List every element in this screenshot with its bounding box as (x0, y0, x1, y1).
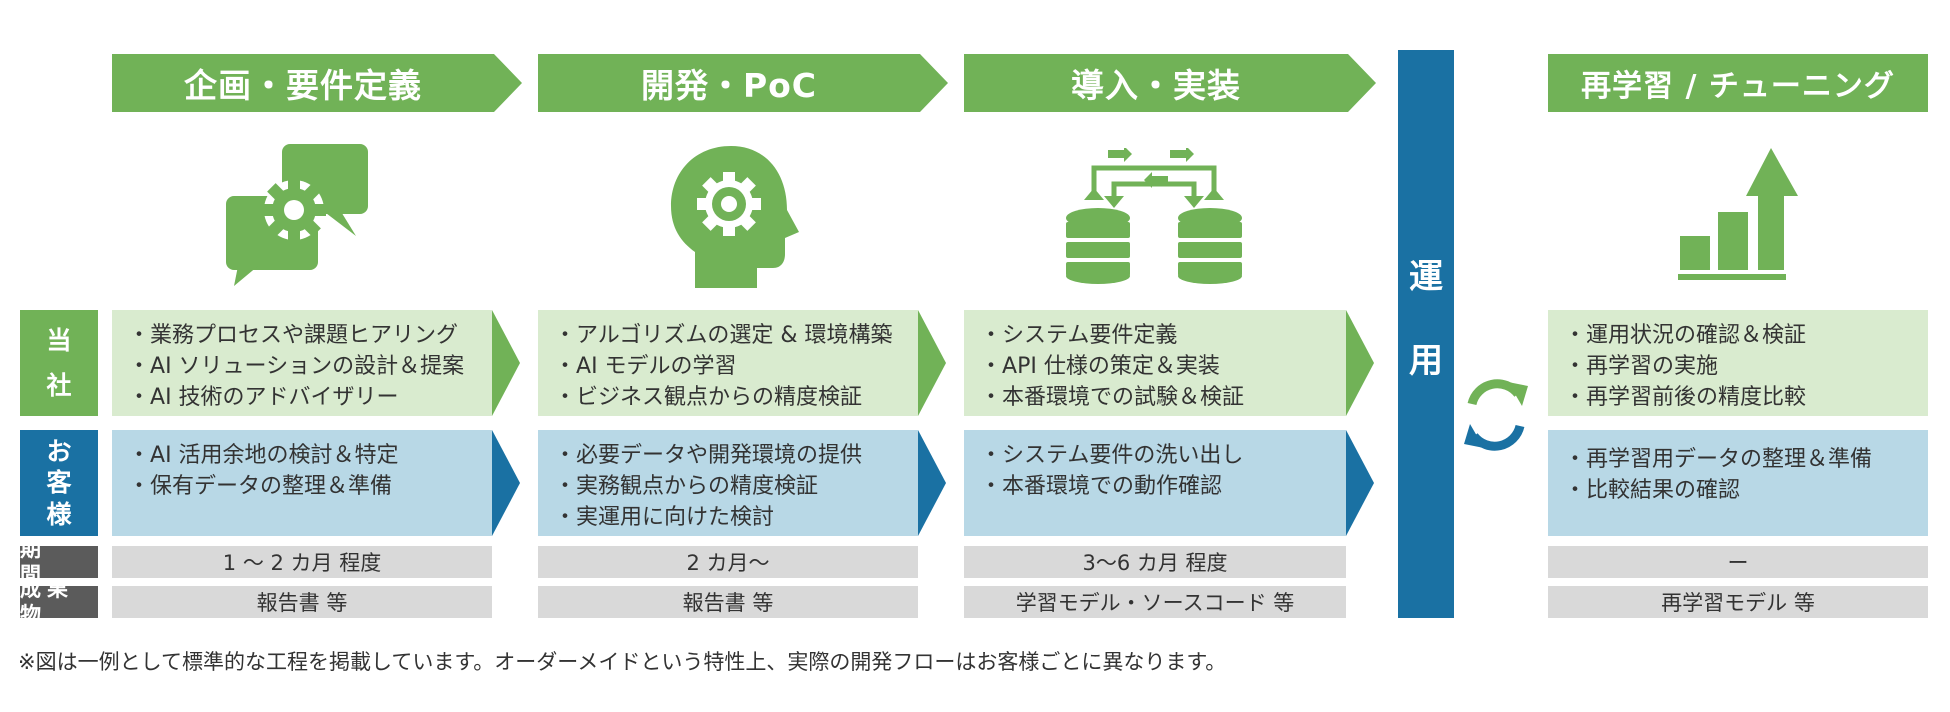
phase-3-customer-box: システム要件の洗い出し 本番環境での動作確認 (964, 430, 1346, 536)
phase-1-period: 1 ～ 2 カ月 程度 (112, 546, 492, 578)
list-item: 業務プロセスや課題ヒアリング (128, 320, 492, 351)
row-label-customer-char-1: お (46, 437, 72, 467)
list-item: システム要件定義 (980, 320, 1346, 351)
list-item: API 仕様の策定＆実装 (980, 351, 1346, 382)
list-item: AI 活用余地の検討＆特定 (128, 440, 492, 471)
list-item: 本番環境での動作確認 (980, 471, 1346, 502)
phase-3-ours-box: システム要件定義 API 仕様の策定＆実装 本番環境での試験＆検証 (964, 310, 1346, 416)
growth-chart-icon (1678, 148, 1798, 280)
phase-header-implementation: 導入・実装 (964, 54, 1376, 112)
head-gear-icon (671, 146, 799, 288)
database-transfer-icon (1066, 148, 1242, 284)
retrain-customer-box: 再学習用データの整理＆準備 比較結果の確認 (1548, 430, 1928, 536)
list-item: 再学習の実施 (1564, 351, 1928, 382)
list-item: ビジネス観点からの精度検証 (554, 382, 918, 413)
row-label-ours-char-2: 社 (46, 371, 72, 400)
row-label-customer: お 客 様 (20, 430, 98, 536)
phase-1-ours-arrow (492, 310, 520, 416)
list-item: AI モデルの学習 (554, 351, 918, 382)
retrain-ours-box: 運用状況の確認＆検証 再学習の実施 再学習前後の精度比較 (1548, 310, 1928, 416)
gears-speech-bubbles-icon (226, 144, 368, 286)
list-item: 運用状況の確認＆検証 (1564, 320, 1928, 351)
cycle-arrows-icon (1464, 379, 1528, 451)
list-item: 再学習前後の精度比較 (1564, 382, 1928, 413)
list-item: 実運用に向けた検討 (554, 502, 918, 533)
retrain-deliverable: 再学習モデル 等 (1548, 586, 1928, 618)
retrain-period: ー (1548, 546, 1928, 578)
phase-1-customer-box: AI 活用余地の検討＆特定 保有データの整理＆準備 (112, 430, 492, 536)
list-item: 実務観点からの精度検証 (554, 471, 918, 502)
phase-header-development: 開発・PoC (538, 54, 948, 112)
phase-1-deliverable: 報告書 等 (112, 586, 492, 618)
phase-2-customer-arrow (918, 430, 946, 536)
footnote: ※図は一例として標準的な工程を掲載しています。オーダーメイドという特性上、実際の… (18, 650, 1227, 674)
list-item: 保有データの整理＆準備 (128, 471, 492, 502)
row-label-ours-char-1: 当 (46, 325, 72, 355)
row-label-ours: 当 社 (20, 310, 98, 416)
row-label-period: 期 間 (20, 537, 98, 587)
row-label-customer-char-3: 様 (46, 499, 72, 529)
list-item: AI ソリューションの設計＆提案 (128, 351, 492, 382)
phase-2-ours-box: アルゴリズムの選定 & 環境構築 AI モデルの学習 ビジネス観点からの精度検証 (538, 310, 918, 416)
row-label-customer-char-2: 客 (46, 468, 72, 498)
phase-header-retrain: 再学習 / チューニング (1548, 54, 1928, 112)
list-item: 必要データや開発環境の提供 (554, 440, 918, 471)
phase-header-planning: 企画・要件定義 (112, 54, 522, 112)
phase-1-ours-box: 業務プロセスや課題ヒアリング AI ソリューションの設計＆提案 AI 技術のアド… (112, 310, 492, 416)
list-item: AI 技術のアドバイザリー (128, 382, 492, 413)
list-item: システム要件の洗い出し (980, 440, 1346, 471)
list-item: 本番環境での試験＆検証 (980, 382, 1346, 413)
phase-3-period: 3～6 カ月 程度 (964, 546, 1346, 578)
list-item: 再学習用データの整理＆準備 (1564, 444, 1928, 475)
phase-2-ours-arrow (918, 310, 946, 416)
list-item: 比較結果の確認 (1564, 475, 1928, 506)
operation-label-char-1: 運 (1409, 257, 1443, 297)
operation-bar: 運 用 (1398, 50, 1454, 618)
phase-3-customer-arrow (1346, 430, 1374, 536)
phase-2-customer-box: 必要データや開発環境の提供 実務観点からの精度検証 実運用に向けた検討 (538, 430, 918, 536)
phase-3-ours-arrow (1346, 310, 1374, 416)
row-label-deliverable: 成果物 (20, 577, 98, 627)
phase-1-customer-arrow (492, 430, 520, 536)
phase-2-period: 2 カ月～ (538, 546, 918, 578)
phase-3-deliverable: 学習モデル・ソースコード 等 (964, 586, 1346, 618)
operation-label-char-2: 用 (1409, 341, 1443, 381)
list-item: アルゴリズムの選定 & 環境構築 (554, 320, 918, 351)
phase-2-deliverable: 報告書 等 (538, 586, 918, 618)
